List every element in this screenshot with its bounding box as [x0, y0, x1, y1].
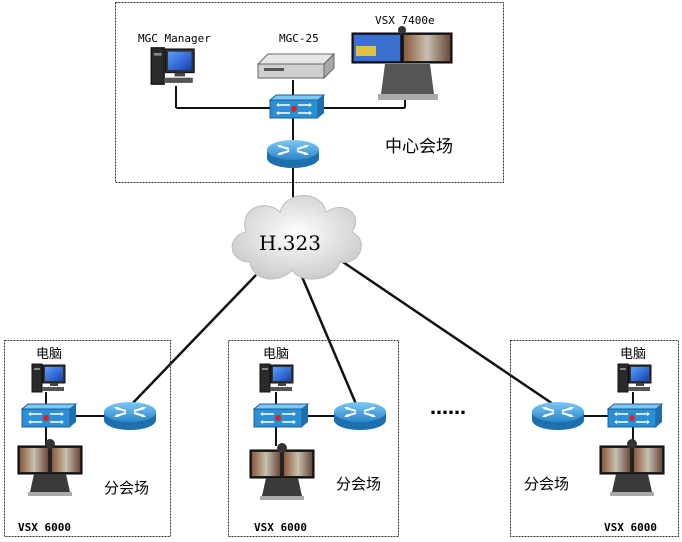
branch-2-router-icon	[333, 401, 387, 431]
branch-site-box-1	[4, 340, 171, 537]
branch-3-pc-icon	[617, 363, 652, 393]
vsx-7400e-icon	[351, 26, 453, 100]
branch-1-site-label: 分会场	[104, 479, 149, 497]
branch-site-box-2	[228, 340, 399, 537]
wan-links	[129, 258, 554, 407]
branch-3-switch-icon	[607, 403, 663, 428]
branch-2-vsx-icon	[249, 442, 315, 501]
mgc-25-label: MGC-25	[279, 32, 319, 45]
mgc-manager-pc-icon	[150, 47, 195, 85]
branch-site-box-3	[510, 340, 679, 537]
branch-2-site-label: 分会场	[336, 475, 381, 493]
branch-1-pc-label: 电脑	[36, 347, 62, 362]
mgc-25-server-icon	[256, 52, 336, 80]
branch-2-pc-icon	[259, 363, 294, 393]
h323-label: H.323	[259, 231, 321, 255]
branch-3-router-icon	[531, 401, 585, 431]
branch-3-vsx-icon	[599, 438, 665, 497]
branch-1-vsx-label: VSX 6000	[18, 521, 71, 534]
vsx-7400e-label: VSX 7400e	[375, 14, 435, 27]
central-site-label: 中心会场	[385, 137, 453, 157]
branch-3-vsx-label: VSX 6000	[604, 521, 657, 534]
more-sites-ellipsis: ……	[430, 398, 466, 419]
mgc-manager-label: MGC Manager	[138, 32, 211, 45]
branch-3-pc-label: 电脑	[620, 347, 646, 362]
branch-2-switch-icon	[253, 403, 309, 428]
branch-3-site-label: 分会场	[524, 475, 569, 493]
branch-1-vsx-icon	[17, 438, 83, 497]
branch-2-pc-label: 电脑	[263, 347, 289, 362]
central-router-icon	[266, 139, 320, 169]
branch-2-vsx-label: VSX 6000	[254, 521, 307, 534]
central-switch-icon	[269, 94, 325, 119]
central-site-box	[115, 2, 504, 183]
branch-1-router-icon	[103, 401, 157, 431]
branch-1-switch-icon	[21, 403, 77, 428]
branch-1-pc-icon	[31, 363, 66, 393]
h323-cloud	[231, 195, 362, 280]
